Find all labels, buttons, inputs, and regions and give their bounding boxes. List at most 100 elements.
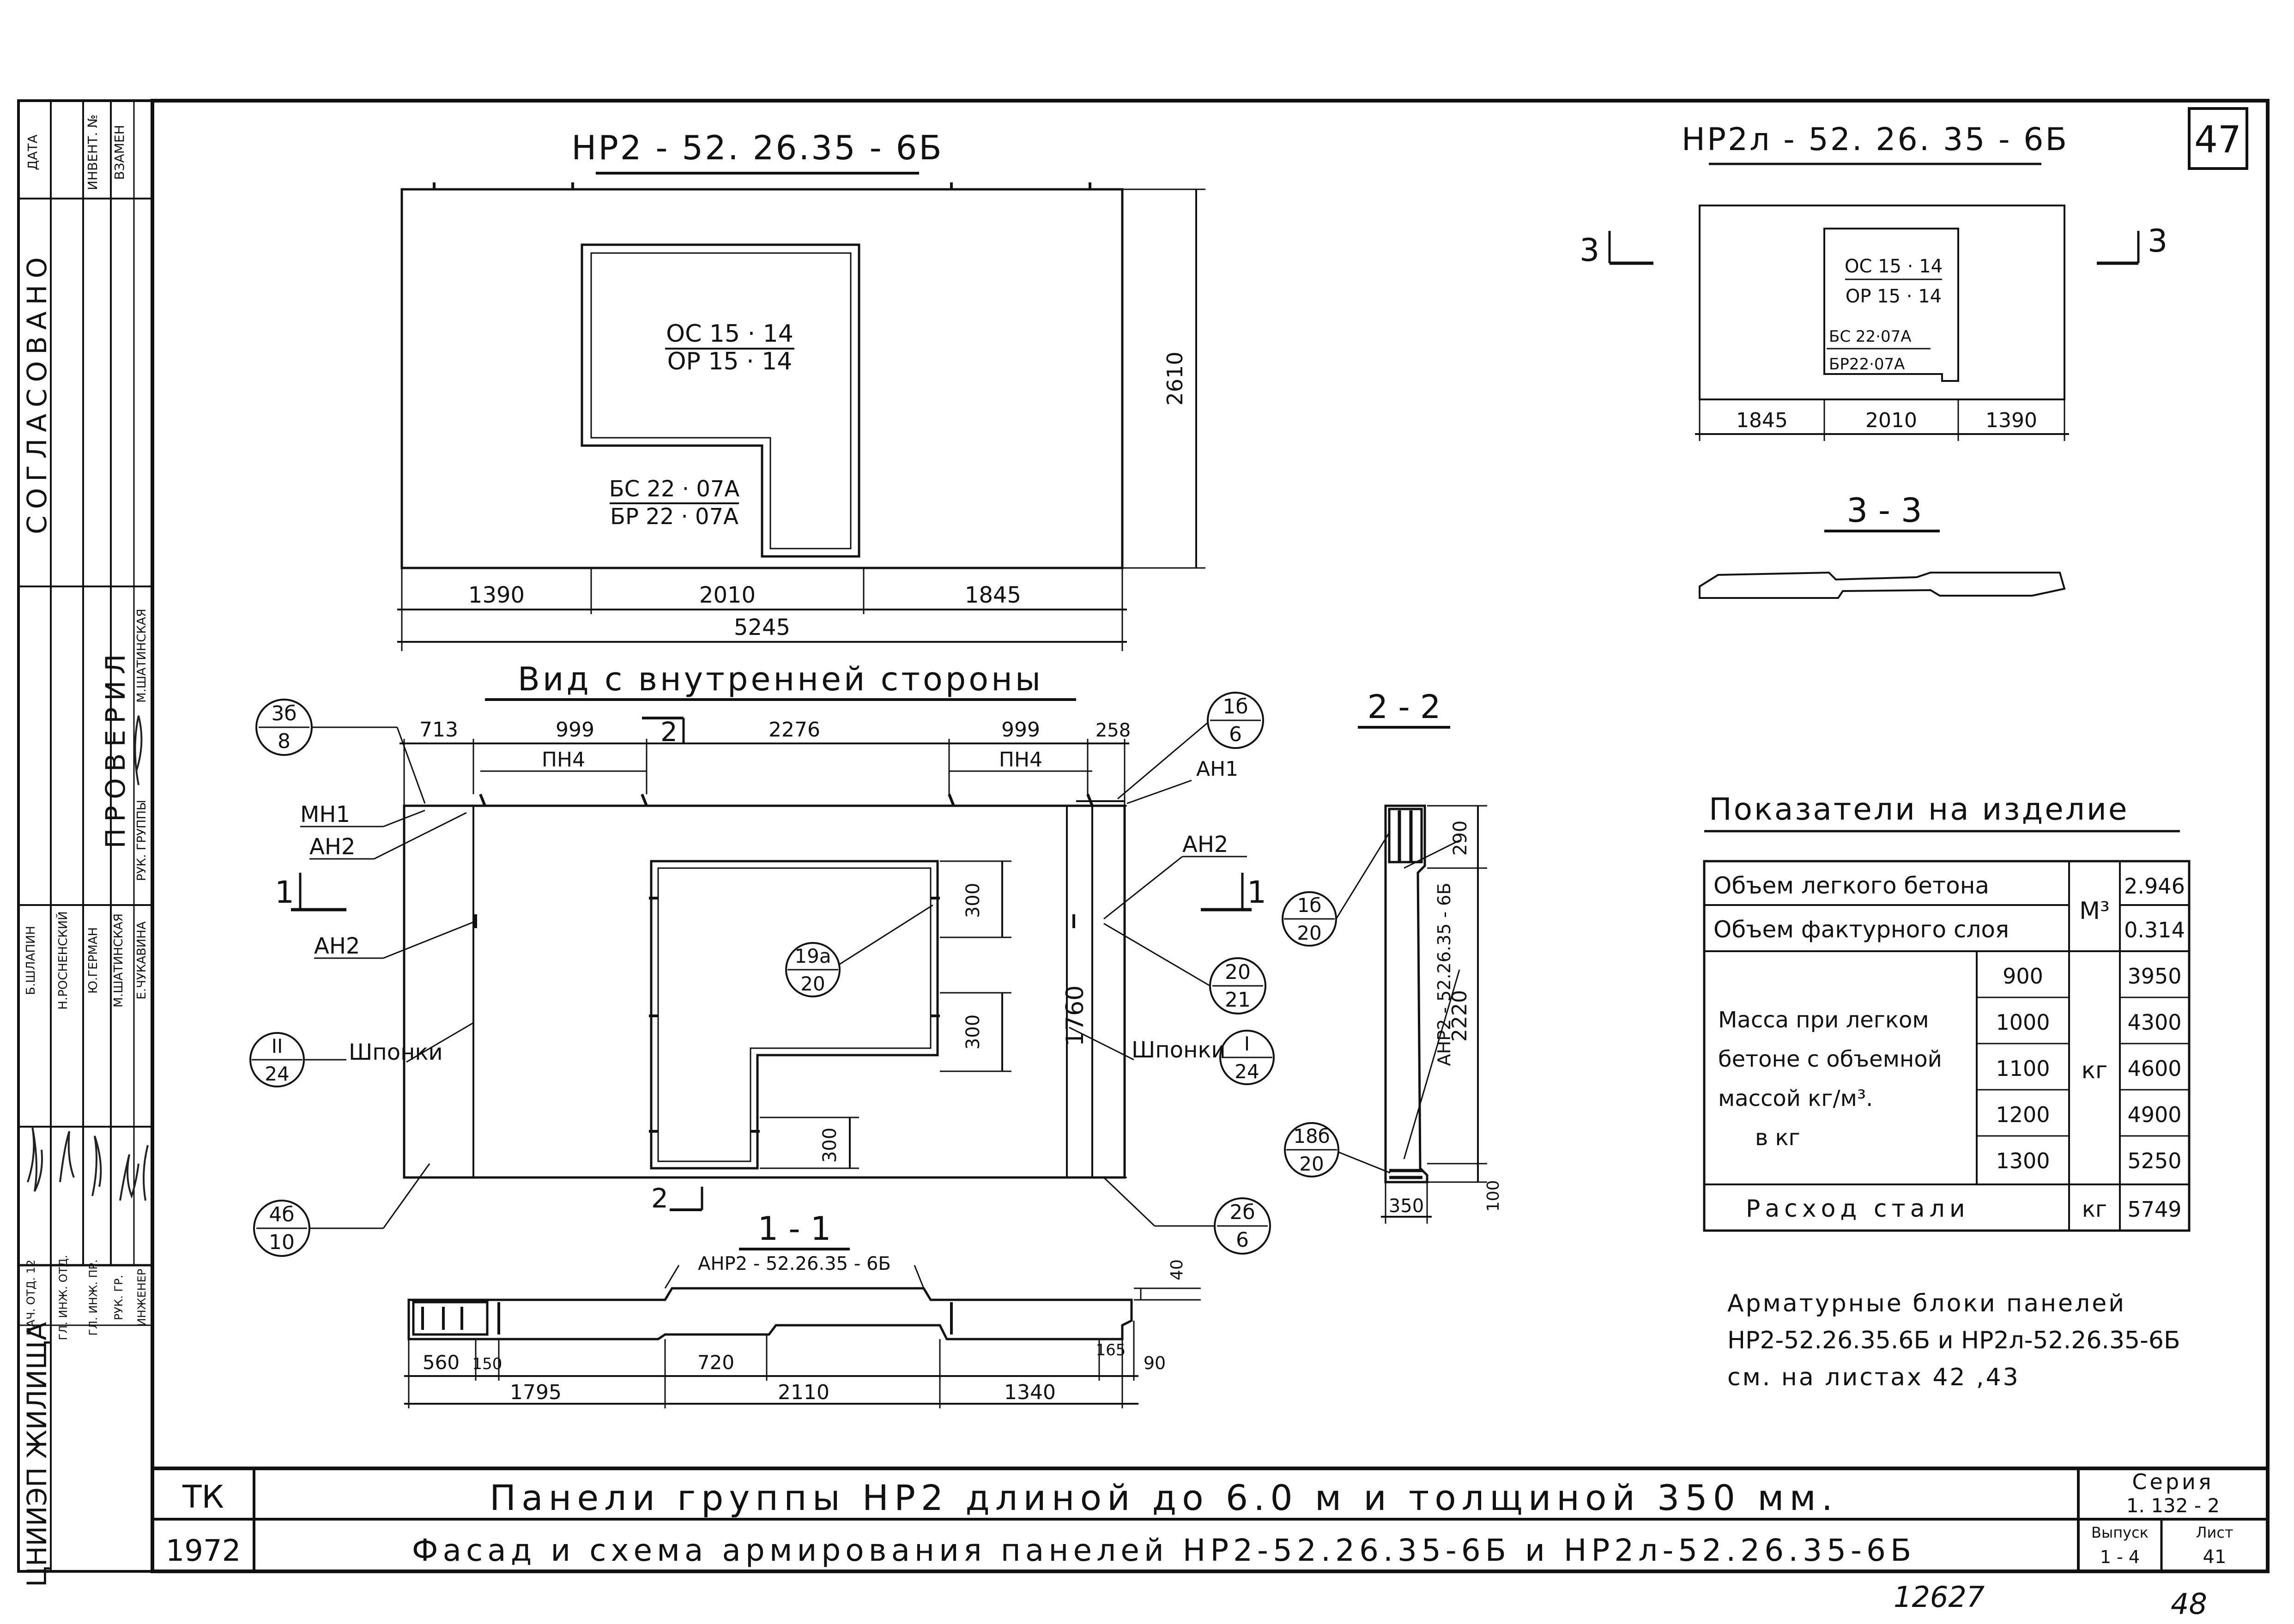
checked-role: РУК. ГРУППЫ xyxy=(135,800,149,881)
volume-unit: М³ xyxy=(2079,897,2110,925)
s11-dim-1340: 1340 xyxy=(1004,1381,1056,1404)
main-dim-3: 1845 xyxy=(965,582,1021,608)
s11-dim-2110: 2110 xyxy=(778,1381,829,1404)
callout-2b-6: 2б 6 xyxy=(1103,1177,1271,1255)
approved-label: СОГЛАСОВАНО xyxy=(21,251,53,534)
inner-dim-4: 999 xyxy=(1001,718,1040,742)
callout-bottom: 21 xyxy=(1225,988,1251,1012)
section-11-label: АНР2 - 52.26.35 - 6Б xyxy=(698,1253,891,1274)
callout-bottom: 10 xyxy=(269,1231,295,1254)
inner-dim-2: 999 xyxy=(556,718,594,742)
mirror-dim-1: 1845 xyxy=(1736,409,1788,432)
main-height: 2610 xyxy=(1162,351,1187,405)
label-shponki-right: Шпонки xyxy=(1132,1037,1226,1063)
row-texture-layer-label: Объем фактурного слоя xyxy=(1713,916,2009,943)
title-line-2: Фасад и схема армирования панелей НР2-52… xyxy=(412,1533,1916,1568)
callout-1b-20: 1б 20 xyxy=(1282,831,1391,947)
callout-19a-20: 19а 20 xyxy=(785,904,933,997)
mass-5250: 5250 xyxy=(2127,1148,2181,1173)
label-an2-b: АН2 xyxy=(314,933,360,959)
callout-top: 2б xyxy=(1229,1201,1255,1224)
checked-name: М.ШАТИНСКАЯ xyxy=(135,609,149,703)
role-3: ГЛ. ИНЖ. ПР. xyxy=(87,1259,100,1335)
checked-label: ПРОВЕРИЛ xyxy=(100,648,131,849)
cut-1-right: 1 xyxy=(1247,875,1266,910)
callout-I-24: I 24 xyxy=(1219,1030,1275,1085)
callout-top: II xyxy=(272,1035,283,1057)
tk-code: ТК xyxy=(182,1479,224,1515)
main-window-top: ОС 15 · 14 xyxy=(666,320,793,348)
year: 1972 xyxy=(166,1534,241,1568)
title-line-1: Панели группы НР2 длиной до 6.0 м и толщ… xyxy=(490,1477,1838,1518)
label-an2-c: АН2 xyxy=(1182,832,1228,857)
s22-width: 350 xyxy=(1389,1195,1424,1217)
density-1200: 1200 xyxy=(1996,1102,2050,1127)
name-2: Н.РОСНЕНСКИЙ xyxy=(55,911,70,1009)
panel-main-facade: НР2 - 52. 26.35 - 6Б ОС 15 · 14 ОР 15 · … xyxy=(397,128,1205,651)
inner-dim-5: 258 xyxy=(1096,720,1131,741)
header-replace: ВЗАМЕН xyxy=(112,125,127,180)
signatures xyxy=(27,715,149,1201)
callout-II-24: II 24 xyxy=(249,1032,346,1087)
section-2-2: 2 - 2 АНР2 - 52.26.35 - 6Б 290 2220 100 … xyxy=(1282,688,1503,1224)
pn4-right: ПН4 xyxy=(999,748,1042,772)
pn4-left: ПН4 xyxy=(542,748,585,772)
note-line-3: см. на листах 42 ,43 xyxy=(1727,1364,2020,1391)
mirror-door-top: БС 22·07А xyxy=(1829,327,1911,346)
s22-dim-2220: 2220 xyxy=(1448,990,1471,1042)
mass-4900: 4900 xyxy=(2127,1102,2181,1127)
steel-unit: кг xyxy=(2082,1196,2107,1222)
name-1: Б.ШЛАПИН xyxy=(24,926,38,995)
mirror-window-top: ОС 15 · 14 xyxy=(1845,256,1943,277)
left-approval-strip: СОГЛАСОВАНО ПРОВЕРИЛ М.ШАТИНСКАЯ РУК. ГР… xyxy=(18,101,152,1587)
cut-1-left: 1 xyxy=(275,875,294,910)
callout-bottom: 6 xyxy=(1229,723,1242,746)
row-light-concrete-label: Объем легкого бетона xyxy=(1713,872,1989,899)
section-1-1: 1 - 1 АНР2 - 52.26.35 - 6Б 40 xyxy=(404,1210,1201,1408)
main-dim-1: 1390 xyxy=(468,582,525,608)
mirror-window-bottom: ОР 15 · 14 xyxy=(1846,286,1942,307)
callout-20-21: 20 21 xyxy=(1103,923,1266,1014)
panel-mirror-title: НР2л - 52. 26. 35 - 6Б xyxy=(1682,121,2069,158)
mass-4600: 4600 xyxy=(2127,1056,2181,1081)
inner-vdim-2: 300 xyxy=(962,1014,984,1050)
section-33-title: 3 - 3 xyxy=(1846,491,1922,530)
callout-bottom: 24 xyxy=(1235,1060,1259,1083)
mass-label-1: Масса при легком xyxy=(1718,1007,1929,1033)
inner-vdim-3: 300 xyxy=(819,1128,841,1163)
panel-inner-view: Вид с внутренней стороны xyxy=(249,660,1275,1257)
role-1: НАЧ. ОТД. 12 xyxy=(24,1260,37,1335)
series-label: Серия xyxy=(2132,1469,2214,1494)
density-900: 900 xyxy=(2003,964,2043,989)
density-1100: 1100 xyxy=(1996,1056,2050,1081)
s11-dim-720: 720 xyxy=(697,1351,734,1374)
callout-bottom: 24 xyxy=(265,1063,289,1085)
label-mn1: МН1 xyxy=(300,802,350,827)
callout-18b-20: 18б 20 xyxy=(1284,1122,1391,1177)
s11-dim-1795: 1795 xyxy=(510,1381,562,1404)
s11-dim-90: 90 xyxy=(1144,1353,1166,1373)
row-light-concrete-value: 2.946 xyxy=(2124,874,2185,899)
inner-view-title: Вид с внутренней стороны xyxy=(518,660,1043,698)
name-5: Е.ЧУКАВИНА xyxy=(135,921,149,999)
row-texture-layer-value: 0.314 xyxy=(2124,918,2185,942)
indicators-title: Показатели на изделие xyxy=(1709,791,2129,827)
mass-3950: 3950 xyxy=(2127,964,2181,989)
sheet-label: Лист xyxy=(2196,1524,2233,1541)
org-name: ЦНИИЭП ЖИЛИЩА xyxy=(21,1322,53,1587)
name-3: Ю.ГЕРМАН xyxy=(86,927,100,994)
name-4: М.ШАТИНСКАЯ xyxy=(112,913,126,1008)
inner-vdim-1: 300 xyxy=(962,883,984,918)
callout-top: I xyxy=(1244,1032,1250,1055)
callout-bottom: 8 xyxy=(278,730,291,753)
indicators-table: Показатели на изделие Объем легкого бето… xyxy=(1703,791,2191,1232)
s22-dim-100: 100 xyxy=(1484,1180,1503,1212)
cut-2-top: 2 xyxy=(660,716,678,748)
callout-3b-8: 3б 8 xyxy=(255,699,426,804)
callout-4b-10: 4б 10 xyxy=(253,1163,430,1257)
callout-bottom: 20 xyxy=(800,972,825,995)
callout-top: 18б xyxy=(1293,1125,1330,1147)
series-value: 1. 132 - 2 xyxy=(2126,1494,2220,1517)
steel-value: 5749 xyxy=(2127,1197,2181,1222)
